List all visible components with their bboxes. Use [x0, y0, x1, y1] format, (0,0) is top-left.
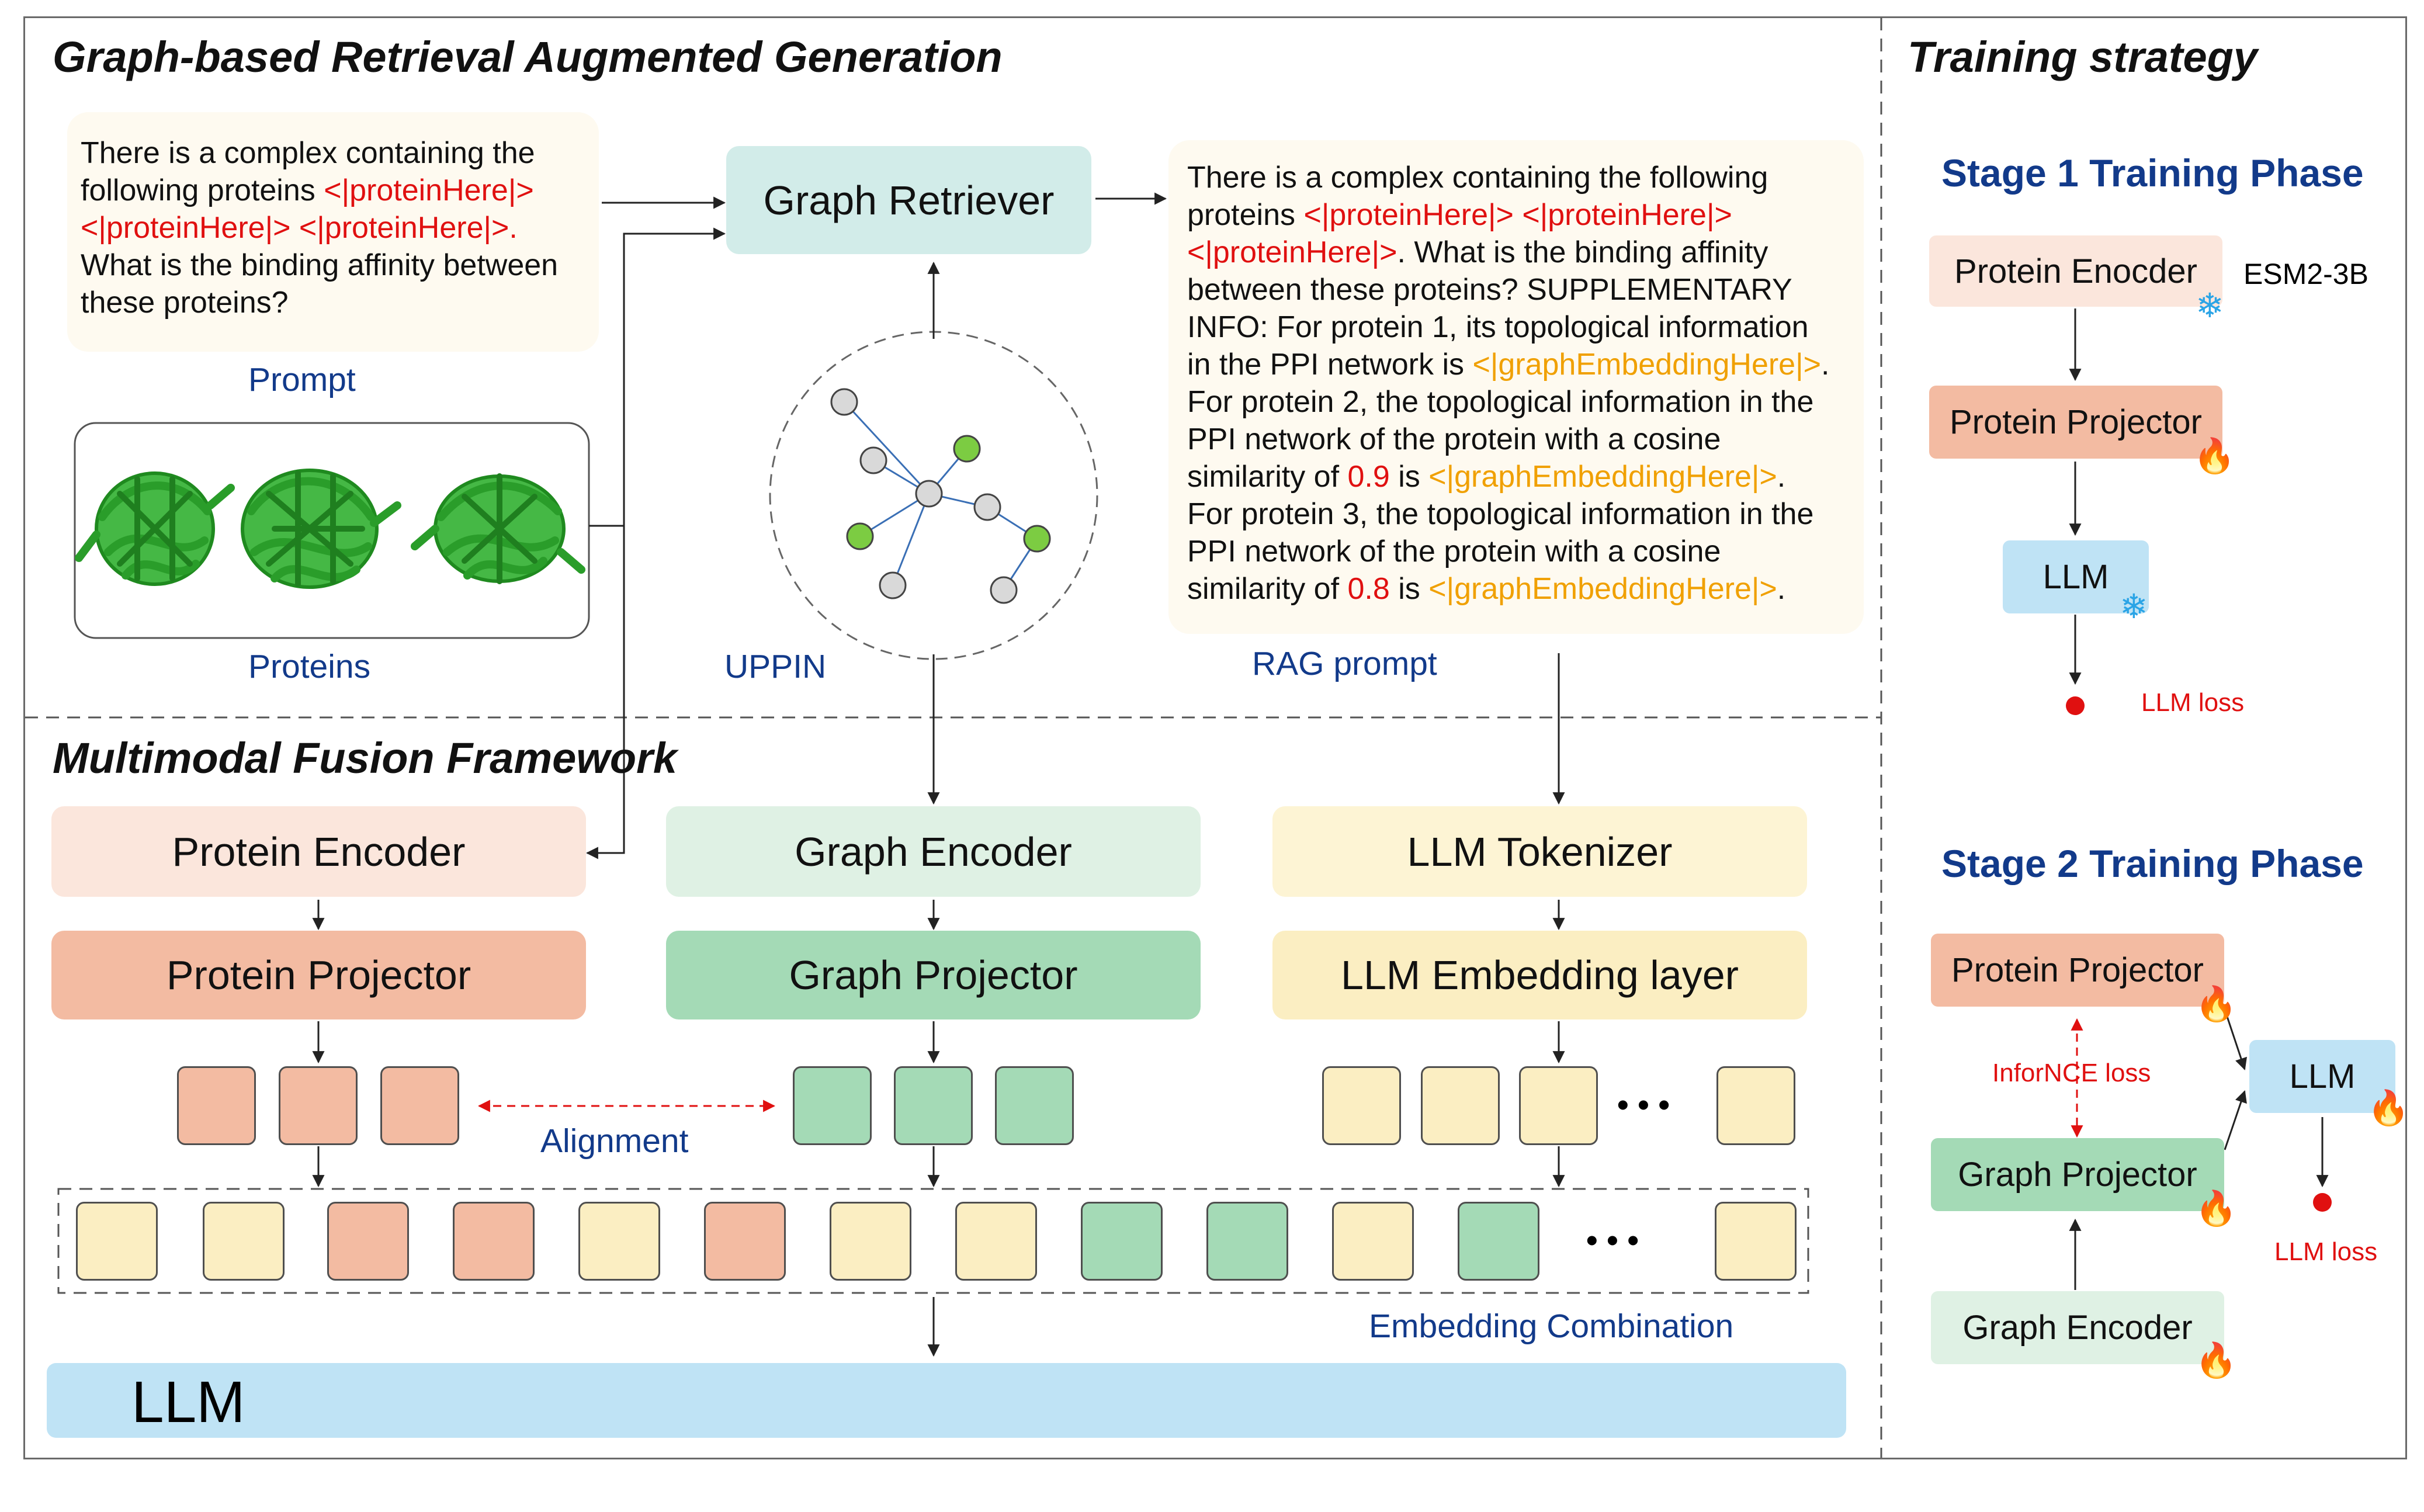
text-token [1519, 1066, 1598, 1145]
combined-token [453, 1202, 535, 1281]
infonce-label: InforNCE loss [1992, 1059, 2151, 1087]
text-token [1322, 1066, 1401, 1145]
combined-token [1206, 1202, 1288, 1281]
llm-bar-label: LLM [131, 1369, 245, 1435]
combined-token [1081, 1202, 1163, 1281]
stage2-loss-label: LLM loss [2274, 1237, 2378, 1266]
prompt-text: There is a complex containing the follow… [81, 136, 559, 320]
stage2-title: Stage 2 Training Phase [1941, 842, 2364, 885]
embedding-combination-label: Embedding Combination [1369, 1308, 1734, 1345]
stage2-graph-projector-box: Graph Projector [1931, 1138, 2224, 1211]
combined-token [830, 1202, 911, 1281]
token-ellipsis: • • • [1617, 1086, 1670, 1123]
protein-token [177, 1066, 256, 1145]
embedding-combination-box [57, 1188, 1809, 1294]
combined-token [955, 1202, 1037, 1281]
rag-prompt-label: RAG prompt [1252, 645, 1437, 682]
combined-token [578, 1202, 660, 1281]
llm-embedding-layer-box: LLM Embedding layer [1272, 931, 1807, 1019]
combined-ellipsis: • • • [1586, 1222, 1639, 1258]
text-token [1716, 1066, 1795, 1145]
stage2-llm-box: LLM [2249, 1040, 2395, 1113]
graph-token [793, 1066, 872, 1145]
stage1-loss-dot [2066, 696, 2085, 715]
llm-bar [47, 1363, 1846, 1438]
graph-token [894, 1066, 973, 1145]
protein-projector-box: Protein Projector [51, 931, 586, 1019]
alignment-label: Alignment [540, 1122, 689, 1160]
protein-structure-icon [75, 469, 585, 589]
stage2-loss-dot [2313, 1193, 2332, 1212]
ts-section-title: Training strategy [1908, 33, 2258, 81]
flame-icon: 🔥 [2195, 985, 2238, 1023]
stage1-loss-label: LLM loss [2141, 688, 2245, 717]
stage1-protein-projector-box: Protein Projector [1929, 386, 2222, 459]
flame-icon: 🔥 [2367, 1089, 2410, 1127]
snowflake-icon: ❄ [2120, 588, 2148, 626]
graph-encoder-box: Graph Encoder [666, 806, 1201, 897]
uppin-nodes [830, 388, 1051, 604]
stage1-llm-box: LLM [2003, 540, 2149, 613]
rag-prompt-text: There is a complex containing the follow… [1187, 161, 1830, 606]
flame-icon: 🔥 [2193, 437, 2236, 475]
stage1-title: Stage 1 Training Phase [1941, 151, 2364, 195]
combined-token [76, 1202, 158, 1281]
graph-projector-box: Graph Projector [666, 931, 1201, 1019]
prompt-label: Prompt [248, 361, 356, 398]
graph-retriever-box: Graph Retriever [726, 146, 1091, 254]
combined-token [203, 1202, 285, 1281]
prompt-card [67, 112, 599, 352]
protein-token [380, 1066, 459, 1145]
flame-icon: 🔥 [2195, 1190, 2238, 1227]
gr-section-title: Graph-based Retrieval Augmented Generati… [53, 33, 1003, 81]
combined-token [327, 1202, 409, 1281]
stage1-protein-encoder-box: Protein Enocder [1929, 235, 2222, 307]
stage2-graph-encoder-box: Graph Encoder [1931, 1291, 2224, 1364]
graph-token [995, 1066, 1074, 1145]
stage2-protein-projector-box: Protein Projector [1931, 934, 2224, 1007]
snowflake-icon: ❄ [2196, 287, 2224, 325]
combined-token [704, 1202, 786, 1281]
proteins-label: Proteins [248, 648, 371, 685]
flame-icon: 🔥 [2195, 1341, 2238, 1379]
protein-encoder-box: Protein Encoder [51, 806, 586, 897]
combined-token [1458, 1202, 1539, 1281]
esm-label: ESM2-3B [2243, 258, 2368, 290]
figure-frame [23, 16, 2407, 1459]
mf-section-title: Multimodal Fusion Framework [53, 734, 677, 782]
uppin-label: UPPIN [724, 648, 827, 685]
llm-tokenizer-box: LLM Tokenizer [1272, 806, 1807, 897]
text-token [1421, 1066, 1500, 1145]
rag-prompt-card [1168, 140, 1864, 634]
protein-token [279, 1066, 358, 1145]
combined-token [1715, 1202, 1797, 1281]
combined-token [1332, 1202, 1414, 1281]
